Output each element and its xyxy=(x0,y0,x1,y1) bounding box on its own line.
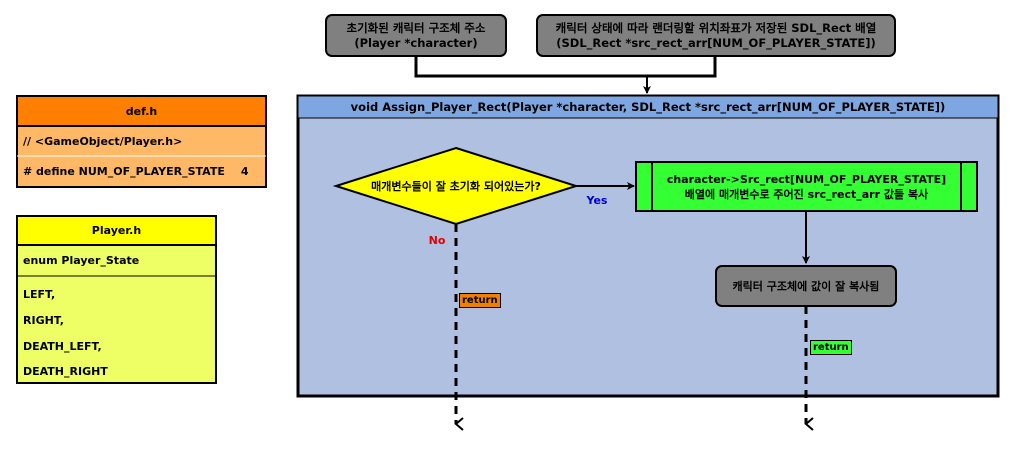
player-item-death-left: DEATH_LEFT, xyxy=(19,334,214,358)
player-enum: enum Player_State xyxy=(23,254,140,267)
rect-box-line1: 캐릭터 상태에 따라 랜더링할 위치좌표가 저장된 SDL_Rect 배열 xyxy=(555,20,877,35)
player-item-label: RIGHT, xyxy=(23,313,64,327)
yes-label: Yes xyxy=(586,194,608,207)
player-item-right: RIGHT, xyxy=(19,308,214,332)
def-title: def.h xyxy=(125,104,158,118)
process-line2: 배열에 매개변수로 주어진 src_rect_arr 값들 복사 xyxy=(684,187,929,201)
init-box-line2: (Player *character) xyxy=(354,35,478,50)
rect-box: 캐릭터 상태에 따라 랜더링할 위치좌표가 저장된 SDL_Rect 배열 (S… xyxy=(537,15,895,56)
rect-box-line2: (SDL_Rect *src_rect_arr[NUM_OF_PLAYER_ST… xyxy=(556,35,876,50)
player-title: Player.h xyxy=(91,224,142,237)
decision-text: 매개변수들이 잘 초기화 되어있는가? xyxy=(371,179,541,193)
join-connector xyxy=(414,56,717,78)
def-define-value: 4 xyxy=(240,165,249,178)
player-enum-row: enum Player_State xyxy=(19,246,214,275)
def-header-shape xyxy=(16,95,267,127)
init-box: 초기화된 캐릭터 구조체 주소 (Player *character) xyxy=(326,15,506,56)
def-define-name: # define NUM_OF_PLAYER_STATE xyxy=(23,165,225,178)
function-container-shape xyxy=(296,94,1000,398)
player-item-left: LEFT, xyxy=(19,282,214,306)
player-item-label: LEFT, xyxy=(23,287,56,301)
process-text: character->Src_rect[NUM_OF_PLAYER_STATE]… xyxy=(652,162,961,211)
def-include-row: // <GameObject/Player.h> xyxy=(19,127,264,156)
return-fail-tag: return xyxy=(459,293,501,308)
process-line1: character->Src_rect[NUM_OF_PLAYER_STATE] xyxy=(666,172,947,186)
no-label: No xyxy=(428,234,446,247)
init-box-line1: 초기화된 캐릭터 구조체 주소 xyxy=(346,20,486,35)
player-item-label: DEATH_RIGHT xyxy=(23,364,108,378)
process-shape xyxy=(635,161,978,212)
function-header-shape xyxy=(297,95,999,119)
result-text: 캐릭터 구조체에 값이 잘 복사됨 xyxy=(732,279,880,293)
player-body-shape xyxy=(16,244,217,384)
def-define-row: # define NUM_OF_PLAYER_STATE 4 xyxy=(19,157,264,186)
player-item-death-right: DEATH_RIGHT xyxy=(19,359,214,383)
return-success-tag: return xyxy=(810,340,852,355)
player-item-label: DEATH_LEFT, xyxy=(23,339,102,353)
function-title: void Assign_Player_Rect(Player *characte… xyxy=(350,99,946,114)
def-include: // <GameObject/Player.h> xyxy=(23,135,183,148)
